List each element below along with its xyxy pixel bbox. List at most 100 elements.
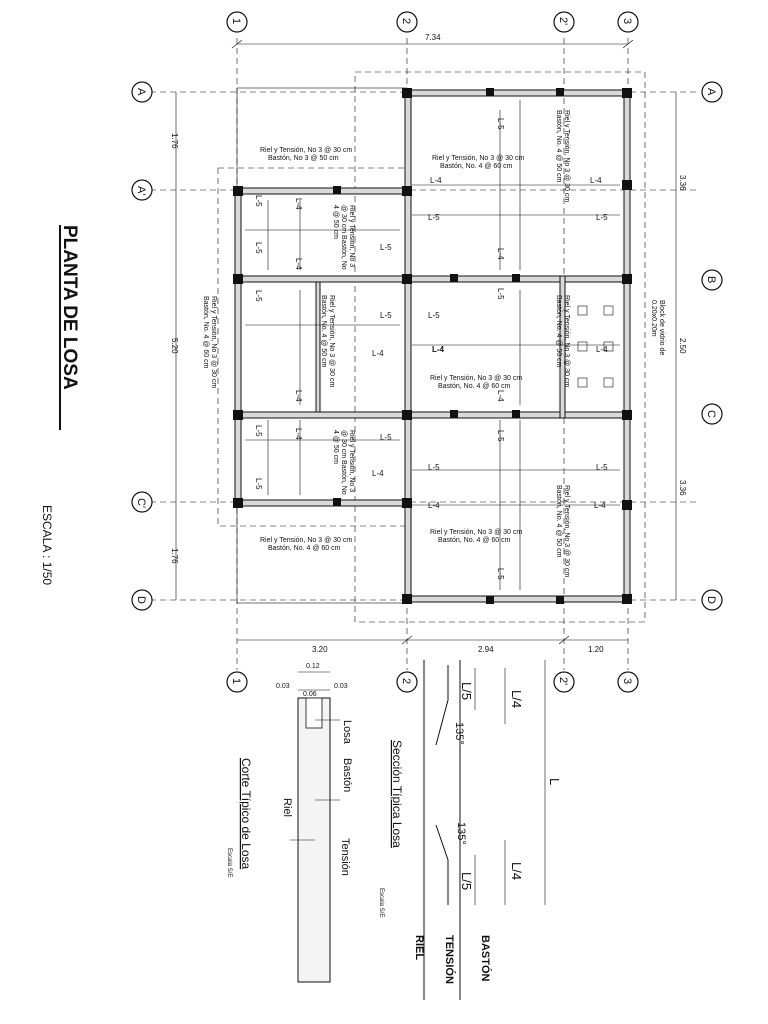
seccion-l4-bottom: L/4 — [509, 862, 524, 880]
plan-title: PLANTA DE LOSA — [59, 225, 80, 390]
bar-label: L-4 — [372, 469, 384, 478]
seccion-angle-bottom: 135° — [455, 822, 467, 845]
corte-label-tension: Tensión — [339, 838, 351, 876]
axis-left-D: D — [135, 596, 147, 604]
axis-right-B: B — [705, 276, 717, 283]
seccion-tipica: L/4 L/5 L 135° 135° L/4 L/5 Sección Típi… — [378, 660, 562, 1000]
bar-label: L-5 — [496, 430, 505, 442]
note-line: Bastón, No 3 @ 50 cm — [268, 155, 339, 162]
axis-bottom-3: 3 — [621, 678, 633, 684]
reinforcement-notes: Riel y Tensión, No 3 @ 30 cm Bastón, No … — [202, 110, 665, 577]
bar-label: L-5 — [596, 463, 608, 472]
note-line: Bastón, No. 4 @ 60 cm — [440, 163, 513, 170]
corte-label-baston: Bastón — [341, 758, 353, 792]
bar-label: L-5 — [496, 118, 505, 130]
seccion-angle-top: 135° — [453, 722, 465, 745]
seccion-riel: RIEL — [413, 935, 425, 960]
bar-label: L-4 — [594, 501, 606, 510]
title-block: PLANTA DE LOSA ESCALA : 1/50 — [40, 225, 80, 585]
plan-scale: ESCALA : 1/50 — [40, 505, 54, 585]
dim-left-3: 1.76 — [170, 548, 179, 564]
bar-label: L-5 — [380, 433, 392, 442]
bar-label: L-4 — [496, 248, 505, 260]
corte-dim: 0.03 — [334, 683, 348, 690]
note-line: Bastón, No. 4 @ 50 cm — [555, 110, 562, 183]
axis-bottom-2: 2 — [400, 678, 412, 684]
bar-label: L-4 — [294, 390, 303, 402]
bar-label: L-4 — [430, 176, 442, 185]
note-line: Riel y Tensión, No 3 — [348, 430, 355, 492]
dim-right-3: 3.36 — [678, 480, 687, 496]
axis-left-Ap: A' — [135, 186, 147, 195]
note-line: Riel y Tensión, No 3 @ 30 cm — [328, 295, 335, 387]
corte-dim: 0.03 — [276, 683, 290, 690]
bar-label: L-4 — [496, 390, 505, 402]
note-line: Bastón, No. 4 @ 50 cm — [555, 295, 562, 368]
bar-label: L-4 — [294, 258, 303, 270]
seccion-title: Sección Típica Losa — [390, 740, 404, 848]
bar-label: L-5 — [254, 290, 263, 302]
seccion-baston: BASTÓN — [479, 935, 492, 982]
dim-right-1: 3.36 — [678, 175, 687, 191]
bar-label: L-4 — [596, 345, 608, 354]
note-line: Bastón, No. 4 @ 50 cm — [320, 295, 327, 368]
dim-bottom-1: 3.20 — [312, 645, 328, 654]
corte-dim: 0.06 — [303, 691, 317, 698]
seccion-l4-top: L/4 — [509, 690, 524, 708]
bar-label: L-4 — [294, 428, 303, 440]
corte-label-losa: Losa — [341, 720, 353, 745]
note-line: Bastón, No. 4 @ 60 cm — [438, 383, 511, 390]
bar-label: L-5 — [496, 288, 505, 300]
note-line: Block de vidrio de — [658, 300, 665, 355]
seccion-l: L — [547, 778, 562, 785]
corte-tipico: 0.12 0.03 0.06 0.03 Losa Bastón Tensión … — [226, 663, 353, 983]
columns — [233, 88, 632, 604]
bar-label: L-5 — [496, 568, 505, 580]
axis-right-A: A — [705, 88, 717, 96]
bar-label: L-4 — [428, 501, 440, 510]
bar-label: L-5 — [380, 311, 392, 320]
corte-label-riel: Riel — [281, 798, 293, 817]
grid-bubbles-left: A A' C' D — [131, 81, 153, 611]
note-line: @ 30 cm Bastón, No — [340, 430, 347, 495]
dim-bottom-2: 2.94 — [478, 645, 494, 654]
reinforcement-bars — [245, 100, 620, 590]
grid-lines — [150, 38, 700, 670]
axis-left-A: A — [135, 88, 147, 96]
note-line: Riel y Tensión, No 3 @ 30 cm — [260, 147, 352, 154]
axis-bottom-1: 1 — [230, 678, 242, 684]
note-line: Bastón, No. 4 @ 60 cm — [268, 545, 341, 552]
bar-label: L-5 — [428, 213, 440, 222]
axis-bottom-2p: 2' — [557, 677, 569, 685]
corte-title: Corte Típico de Losa — [239, 758, 253, 870]
bar-label: L-4 — [432, 345, 445, 354]
note-line: Riel y Tensión, No 3 @ 30 cm — [563, 295, 570, 387]
seccion-tension: TENSIÓN — [443, 935, 456, 984]
note-line: Riel y Tensión, No 3 @ 30 cm — [563, 485, 570, 577]
bar-label: L-5 — [428, 311, 440, 320]
note-line: 4 @ 50 cm — [332, 205, 339, 239]
dim-top-total: 7.34 — [425, 33, 441, 42]
seccion-l5-bottom: L/5 — [459, 872, 474, 890]
glass-blocks — [577, 305, 614, 388]
bar-label: L-5 — [380, 243, 392, 252]
grid-bubbles-right: A B C D — [701, 81, 723, 611]
note-line: @ 30 cm Bastón, No — [340, 205, 347, 270]
bar-labels: L-5 L-4 L-4 L-5 L-5 L-4 L-5 L-5 L-4 L-4 … — [254, 118, 608, 580]
grid-bubbles-top: 1 2 2' 3 — [226, 11, 639, 33]
bar-label: L-5 — [254, 195, 263, 207]
grid-bubbles-bottom: 1 2 2' 3 — [226, 671, 639, 693]
axis-right-D: D — [705, 596, 717, 604]
note-line: Riel y Tensión, No 3 @ 30 cm — [260, 537, 352, 544]
note-line: Riel y Tensión, No 3 @ 30 cm — [430, 529, 522, 536]
note-line: Bastón, No. 4 @ 50 cm — [555, 485, 562, 558]
note-line: Bastón, No. 4 @ 60 cm — [438, 537, 511, 544]
axis-top-1: 1 — [230, 18, 242, 24]
corte-dim: 0.12 — [306, 663, 320, 670]
bar-label: L-4 — [372, 349, 384, 358]
axis-top-2: 2 — [400, 18, 412, 24]
axis-left-Cp: C' — [135, 498, 147, 508]
note-line: Riel y Tensión, No 3 @ 30 cm — [563, 110, 570, 202]
note-line: Riel y Tensión, No 3 @ 30 cm — [432, 155, 524, 162]
note-line: Riel y Tensión, No 3 @ 30 cm — [210, 296, 217, 388]
